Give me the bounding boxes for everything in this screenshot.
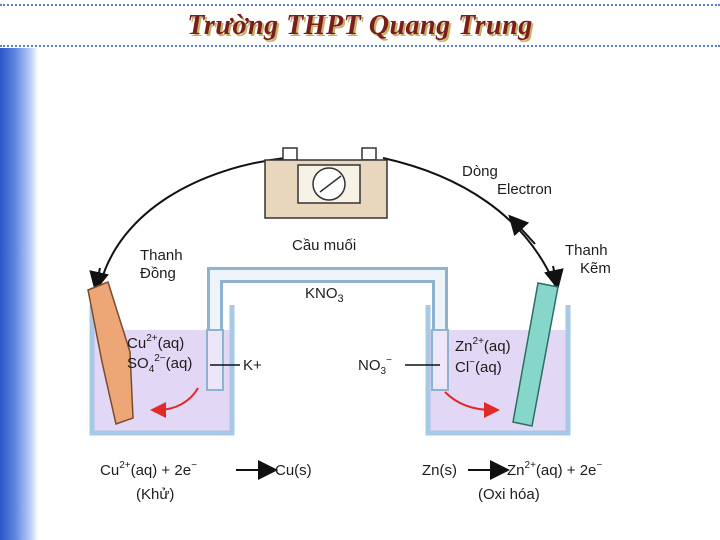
anode-process-label: (Oxi hóa) [478, 486, 540, 503]
copper-label-line1: Thanh [140, 247, 183, 264]
electron-flow-label-line2: Electron [497, 181, 552, 198]
zinc-label-line1: Thanh [565, 242, 608, 259]
electron-arrow [508, 214, 536, 245]
cathode-equation-rhs: Cu(s) [275, 462, 312, 479]
voltmeter [264, 147, 388, 219]
side-gradient-bar [0, 0, 38, 540]
salt-bridge-left-end [206, 329, 224, 391]
no3-ion-label: NO3− [358, 355, 392, 377]
zinc-electrode [512, 282, 559, 427]
copper-label-line2: Đồng [140, 265, 176, 282]
salt-bridge-label: Cầu muối [292, 237, 356, 254]
zinc-label-line2: Kẽm [580, 260, 611, 277]
cathode-process-label: (Khử) [136, 486, 174, 503]
so4-ion-label: SO42−(aq) [127, 353, 192, 375]
wire-end-left-arrow [89, 267, 109, 292]
cl-ion-label: Cl−(aq) [455, 357, 502, 376]
anode-reaction-arrow [444, 391, 500, 418]
cu-ion-label: Cu2+(aq) [127, 333, 184, 352]
k-ion-label: K+ [243, 357, 262, 374]
header-band [0, 0, 720, 48]
zn-ion-label: Zn2+(aq) [455, 336, 511, 355]
cathode-equation-lhs: Cu2+(aq) + 2e− [100, 460, 197, 479]
wire-end-right-arrow [544, 265, 564, 290]
anode-equation-lhs: Zn(s) [422, 462, 457, 479]
external-wire [99, 157, 556, 286]
header-dotted-line-bottom [0, 45, 720, 47]
header-dotted-line-top [0, 4, 720, 6]
cathode-reaction-arrow [150, 387, 199, 418]
copper-electrode [87, 281, 134, 425]
page-title: Trường THPT Quang Trung [187, 10, 533, 41]
anode-equation-rhs: Zn2+(aq) + 2e− [507, 460, 602, 479]
salt-bridge-right-end [431, 329, 449, 391]
salt-bridge-formula: KNO3 [305, 285, 344, 305]
electron-flow-label-line1: Dòng [462, 163, 498, 180]
